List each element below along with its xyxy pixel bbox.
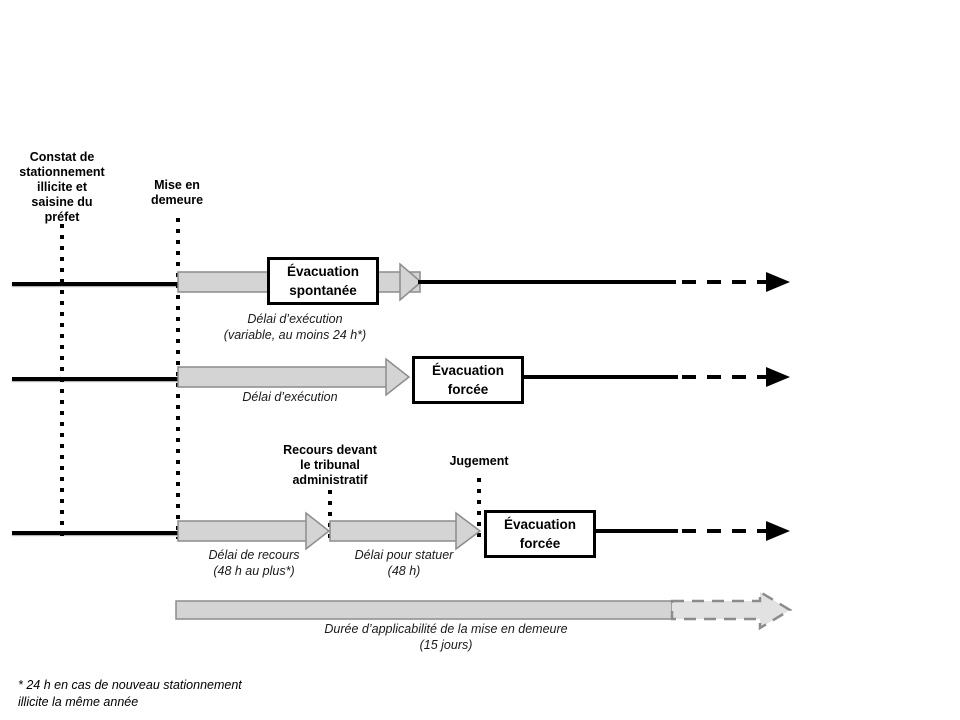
event-label-mise-en-demeure: Mise en demeure [150, 178, 204, 207]
event-label-constat: Constat de stationnement illicite et sai… [19, 150, 105, 224]
timeline-2-baseline-left [12, 377, 180, 381]
delay-label-delai-execution-variable: Délai d’exécution (variable, au moins 24… [223, 312, 367, 342]
dotted-connector-recours [328, 490, 332, 540]
dotted-connector-jugement [477, 478, 481, 540]
footnote-text: * 24 h en cas de nouveau stationnement i… [18, 678, 242, 709]
box-evacuation-spontanee: Évacuation spontanée [267, 257, 379, 305]
timeline-1-baseline-left [12, 282, 180, 286]
delay-label-delai-execution: Délai d’exécution [242, 390, 338, 404]
event-label-jugement: Jugement [449, 454, 509, 468]
delay-label-delai-de-recours: Délai de recours (48 h au plus*) [208, 548, 300, 578]
box-evacuation-forcee-row2: Évacuation forcée [412, 356, 524, 404]
event-label-recours: Recours devant le tribunal administratif [283, 443, 377, 487]
delay-label-duree-applicabilite: Durée d’applicabilité de la mise en deme… [324, 622, 568, 652]
dotted-connector-constat [60, 224, 64, 539]
box-evacuation-forcee-row3: Évacuation forcée [484, 510, 596, 558]
timeline-3-baseline-left [12, 531, 180, 535]
delay-label-delai-pour-statuer: Délai pour statuer (48 h) [354, 548, 454, 578]
